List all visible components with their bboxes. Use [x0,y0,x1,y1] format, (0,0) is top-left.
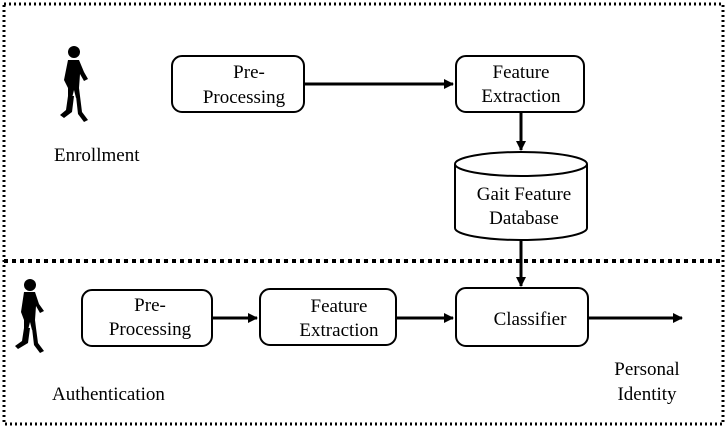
enroll-feature-extraction-box: Feature Extraction [455,55,585,113]
enrollment-label: Enrollment [54,145,140,166]
walking-person-icon-enrollment [60,46,88,122]
database-line1: Gait Feature [477,184,571,205]
auth-preprocessing-line2: Processing [109,319,192,340]
output-line1: Personal [614,359,679,380]
auth-preprocessing-box: Pre- Processing [81,289,213,347]
enroll-feature-extraction-line2: Extraction [481,86,561,107]
classifier-box: Classifier [455,287,589,347]
auth-preprocessing-line1: Pre- [134,295,166,316]
enroll-preprocessing-line2: Processing [203,87,286,108]
authentication-label: Authentication [52,384,165,405]
enroll-preprocessing-line1: Pre- [233,62,265,83]
enroll-preprocessing-box: Pre- Processing [171,55,305,113]
auth-feature-extraction-line1: Feature [311,296,368,317]
auth-feature-extraction-line2: Extraction [299,320,379,341]
classifier-label: Classifier [494,309,567,330]
walking-person-icon-authentication [15,279,44,353]
database-line2: Database [489,208,559,229]
output-line2: Identity [617,384,677,405]
auth-feature-extraction-box: Feature Extraction [259,288,397,346]
enroll-feature-extraction-line1: Feature [493,62,550,83]
gait-feature-database: Gait Feature Database [454,151,588,241]
